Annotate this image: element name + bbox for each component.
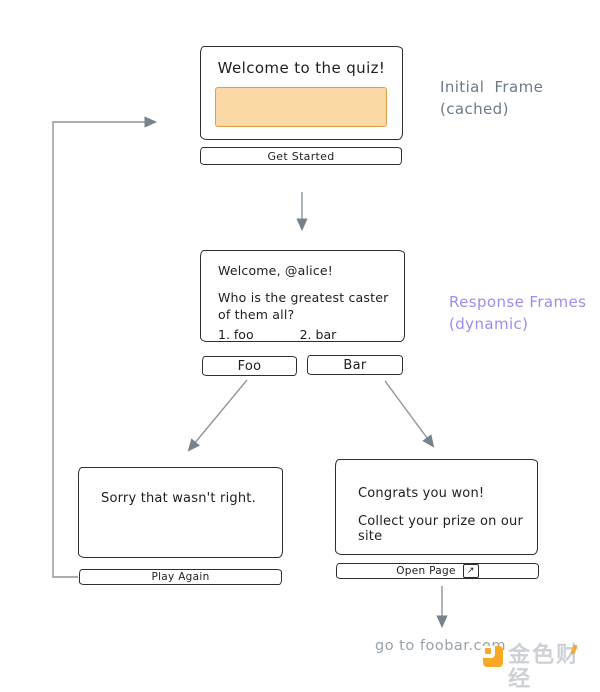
question-frame-options: 1. foo 2. bar	[218, 327, 336, 342]
watermark: 金色财经	[483, 644, 600, 692]
question-option-1: 1. foo	[218, 327, 254, 342]
question-frame-greeting: Welcome, @alice!	[218, 263, 334, 278]
play-again-button[interactable]: Play Again	[79, 569, 282, 585]
arrow-foo-to-wrong	[187, 379, 248, 452]
bar-button-label: Bar	[343, 357, 367, 373]
open-page-button[interactable]: Open Page ↗	[336, 563, 539, 579]
goto-foobar-caption: go to foobar.com	[375, 638, 506, 654]
annotation-line: Initial Frame	[440, 78, 544, 96]
watermark-brand-text: 金色财经	[508, 643, 581, 692]
get-started-button-label: Get Started	[267, 149, 335, 163]
annotation-line: Response Frames	[449, 293, 587, 311]
question-frame-box: Welcome, @alice! Who is the greatest cas…	[200, 250, 405, 342]
win-frame-box: Congrats you won! Collect your prize on …	[335, 459, 538, 555]
get-started-button[interactable]: Get Started	[200, 147, 402, 165]
response-frames-annotation: Response Frames (dynamic)	[449, 291, 586, 335]
annotation-line: (cached)	[440, 100, 509, 118]
open-page-button-label: Open Page	[396, 565, 456, 577]
wrong-frame-box: Sorry that wasn't right.	[78, 467, 283, 558]
question-option-2: 2. bar	[299, 327, 337, 342]
play-again-button-label: Play Again	[151, 571, 210, 583]
foo-button-label: Foo	[237, 358, 262, 374]
quiz-hero-image-placeholder	[215, 87, 387, 127]
jinse-logo-icon	[483, 646, 504, 667]
wrong-frame-message: Sorry that wasn't right.	[101, 491, 256, 506]
bar-button[interactable]: Bar	[307, 355, 403, 375]
arrow-bar-to-win	[384, 380, 435, 448]
initial-frame-title: Welcome to the quiz!	[217, 59, 386, 77]
watermark-accent-mark	[570, 645, 578, 654]
foo-button[interactable]: Foo	[202, 356, 297, 376]
win-frame-message-1: Congrats you won!	[358, 486, 485, 501]
initial-frame-annotation: Initial Frame (cached)	[440, 76, 543, 120]
initial-frame-box: Welcome to the quiz!	[200, 46, 403, 140]
win-frame-message-2: Collect your prize on our site	[358, 514, 524, 544]
external-link-icon: ↗	[462, 564, 479, 578]
annotation-line: (dynamic)	[449, 315, 529, 333]
question-frame-question: Who is the greatest caster of them all?	[218, 290, 389, 322]
